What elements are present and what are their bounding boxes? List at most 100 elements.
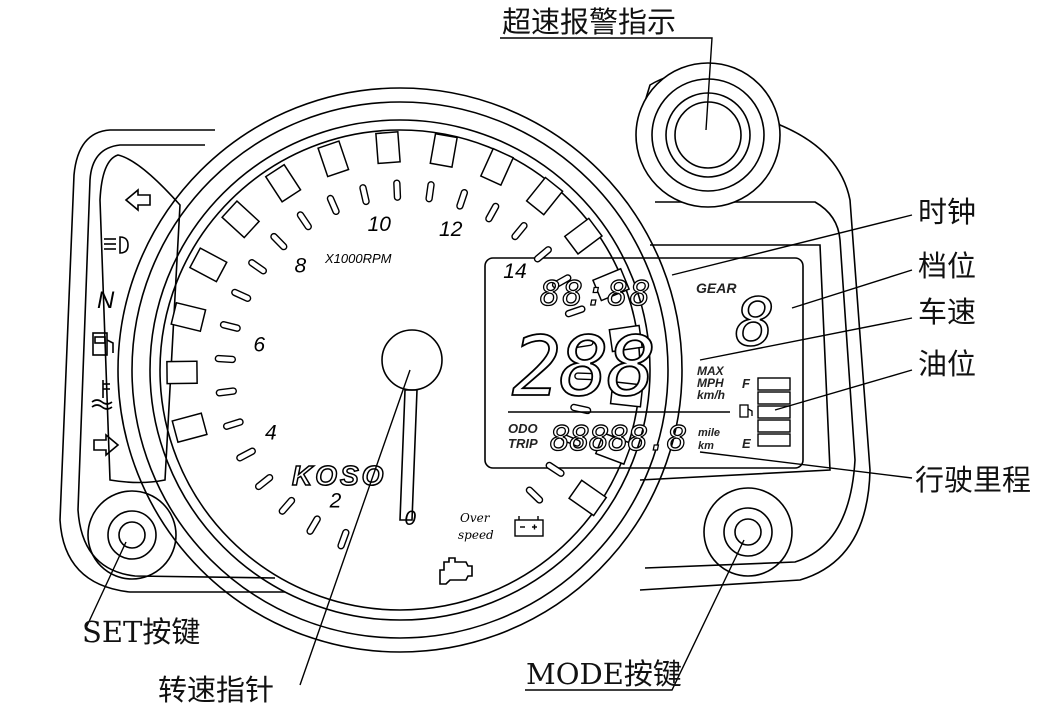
rpm-segment <box>317 140 350 178</box>
rpm-tick-label: 8 <box>295 254 307 277</box>
rpm-segment <box>375 131 401 165</box>
lcd-mile-label: mile <box>698 427 720 439</box>
callout-mode-button: MODE按键 <box>526 657 682 691</box>
rpm-segment <box>166 360 198 385</box>
rpm-minor-tick <box>564 305 586 318</box>
lcd-mph-label: MPH <box>697 376 724 390</box>
rpm-minor-tick <box>551 274 572 289</box>
lcd-contents: 88:88 GEAR 8 288 MAX MPH km/h ODO TRIP 8… <box>508 273 791 460</box>
callout-odometer: 行驶里程 <box>915 463 1031 497</box>
overspeed-lamp-housing <box>635 62 781 208</box>
rpm-segment <box>525 176 564 216</box>
lcd-fuel-empty-label: E <box>742 436 751 451</box>
mode-button-housing <box>703 487 793 577</box>
rpm-tick-label: 2 <box>329 490 342 513</box>
rpm-tick-label: 0 <box>404 507 416 530</box>
rpm-minor-tick <box>359 184 370 206</box>
lcd-odo-label: ODO <box>508 421 538 436</box>
brand-logo: KOSO <box>292 460 386 491</box>
rpm-minor-tick <box>545 461 565 477</box>
rpm-segment <box>594 432 633 466</box>
overspeed-lamp-ring <box>651 78 765 192</box>
lcd-fuel-bars <box>757 377 791 447</box>
indicator-strip <box>99 154 181 484</box>
rpm-segment <box>608 324 644 353</box>
rpm-segment <box>563 217 604 256</box>
rpm-segment <box>479 147 515 187</box>
rpm-segment <box>609 380 644 408</box>
rpm-minor-ticks <box>214 179 596 550</box>
rpm-minor-tick <box>306 515 321 535</box>
lcd-gear-label: GEAR <box>696 280 737 296</box>
tacho-needle <box>399 389 418 521</box>
housing-inner-left <box>77 144 276 579</box>
mode-button[interactable] <box>723 507 773 557</box>
rpm-minor-tick <box>337 528 350 550</box>
needle-hub <box>381 329 443 391</box>
fuel-pump-icon <box>92 332 114 356</box>
over-speed-text-line2: speed <box>458 528 494 542</box>
turn-right-icon <box>93 433 120 457</box>
rpm-segment <box>221 200 261 239</box>
rpm-minor-tick <box>219 321 241 332</box>
lcd-trip-label: TRIP <box>508 436 538 451</box>
rpm-minor-tick <box>533 246 552 263</box>
rpm-segment <box>171 412 208 444</box>
headlight-icon <box>104 236 129 254</box>
rpm-minor-tick <box>393 179 402 201</box>
set-button-housing <box>87 490 177 580</box>
tacho-face <box>149 119 651 621</box>
rpm-minor-tick <box>215 387 237 397</box>
callout-overspeed: 超速报警指示 <box>502 5 676 39</box>
rpm-minor-tick <box>525 486 544 504</box>
lcd-fuel-full-label: F <box>742 376 751 391</box>
set-button[interactable] <box>107 510 157 560</box>
rpm-minor-tick <box>222 418 244 430</box>
set-button-cap <box>118 521 146 549</box>
housing-inner-right <box>644 201 856 569</box>
rpm-minor-tick <box>278 496 296 515</box>
rpm-minor-tick <box>296 211 312 231</box>
callout-tacho-needle: 转速指针 <box>158 673 274 707</box>
rpm-minor-tick <box>456 188 469 210</box>
neutral-icon: N <box>97 287 115 314</box>
rpm-tick-label: 10 <box>368 213 392 236</box>
callout-clock: 时钟 <box>918 195 976 229</box>
rpm-minor-tick <box>231 288 252 302</box>
rpm-unit-label: X1000RPM <box>324 251 392 266</box>
rpm-minor-tick <box>485 202 500 223</box>
callout-gear: 档位 <box>918 249 976 283</box>
lcd-gear-digit: 8 <box>735 284 775 361</box>
rpm-segment <box>429 132 459 168</box>
callout-set-button: SET按键 <box>82 615 200 649</box>
lcd-fuel-icon <box>739 404 753 418</box>
rpm-minor-tick <box>560 433 581 447</box>
engine-check-icon <box>439 557 473 585</box>
lcd-km-label: km <box>698 440 714 452</box>
rpm-tick-label: 4 <box>265 422 277 445</box>
rpm-segment <box>188 247 228 283</box>
lcd-screen <box>484 257 804 469</box>
rpm-minor-tick <box>214 354 237 364</box>
lcd-kmh-label: km/h <box>697 388 725 402</box>
rpm-minor-tick <box>425 181 435 203</box>
battery-icon <box>514 516 544 537</box>
callout-speed: 车速 <box>918 295 976 329</box>
rpm-segment <box>568 479 608 517</box>
lcd-speed: 288 <box>512 320 654 415</box>
lcd-odometer: 88888.8 <box>550 419 686 459</box>
over-speed-text-line1: Over <box>460 511 491 525</box>
callout-leaders <box>85 37 913 691</box>
tacho-face-inner <box>159 129 641 611</box>
rpm-minor-tick <box>248 259 267 275</box>
rpm-tick-label: 12 <box>439 218 463 241</box>
mode-button-cap <box>734 518 762 546</box>
rpm-minor-tick <box>236 447 256 462</box>
rpm-segment <box>170 301 207 333</box>
tacho-bezel-inner <box>131 101 669 639</box>
rpm-segment-bar <box>166 131 644 517</box>
tacho-bezel-outer <box>117 87 683 653</box>
rpm-minor-tick <box>572 338 594 349</box>
